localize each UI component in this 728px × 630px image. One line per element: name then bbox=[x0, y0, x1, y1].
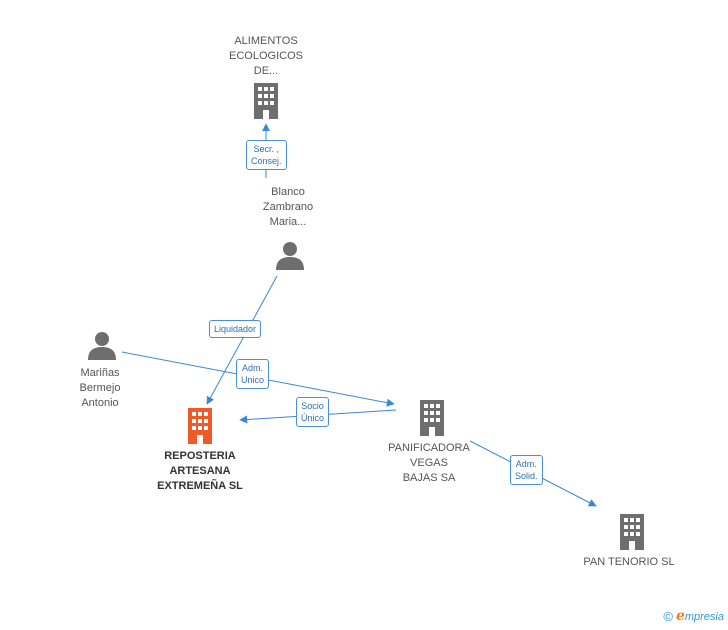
edge-label-admunico: Adm. Unico bbox=[236, 359, 270, 389]
node-label-alimentos[interactable]: ALIMENTOS ECOLOGICOS DE... bbox=[229, 35, 303, 77]
node-label-pantenorio[interactable]: PAN TENORIO SL bbox=[583, 556, 675, 568]
person-icon[interactable] bbox=[275, 240, 305, 270]
building-icon[interactable] bbox=[250, 83, 282, 119]
copyright-icon: © bbox=[663, 608, 673, 624]
edge-liquidador-line bbox=[206, 275, 278, 405]
building-icon[interactable] bbox=[184, 408, 216, 444]
edge-label-admsolid: Adm. Solid. bbox=[510, 455, 543, 485]
edge-label-socio: Socio Único bbox=[296, 397, 330, 427]
brand-initial: e bbox=[675, 608, 685, 624]
edge-label-secr: Secr. , Consej. bbox=[246, 140, 287, 170]
edge-label-liquidador: Liquidador bbox=[209, 320, 262, 338]
brand-logo: © empresia bbox=[663, 608, 724, 624]
building-icon[interactable] bbox=[416, 400, 448, 436]
node-label-blanco[interactable]: Blanco Zambrano Maria... bbox=[262, 186, 314, 228]
node-label-panificadora[interactable]: PANIFICADORA VEGAS BAJAS SA bbox=[388, 442, 470, 484]
person-icon[interactable] bbox=[87, 330, 117, 360]
brand-name: mpresia bbox=[684, 611, 724, 623]
node-label-reposteria[interactable]: REPOSTERIA ARTESANA EXTREMEÑA SL bbox=[157, 450, 243, 492]
building-icon[interactable] bbox=[616, 514, 648, 550]
node-label-marinas[interactable]: Mariñas Bermejo Antonio bbox=[79, 367, 121, 409]
